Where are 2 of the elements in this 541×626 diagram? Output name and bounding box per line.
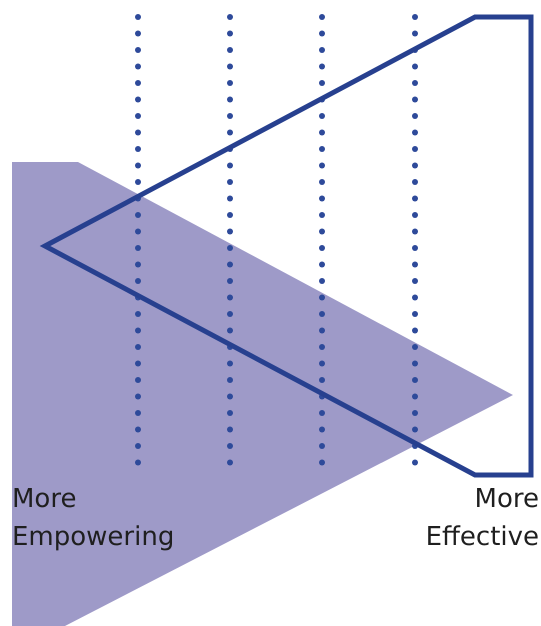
axis-label: More Effective [424,483,539,554]
axis-label: More Empowering [12,483,176,554]
